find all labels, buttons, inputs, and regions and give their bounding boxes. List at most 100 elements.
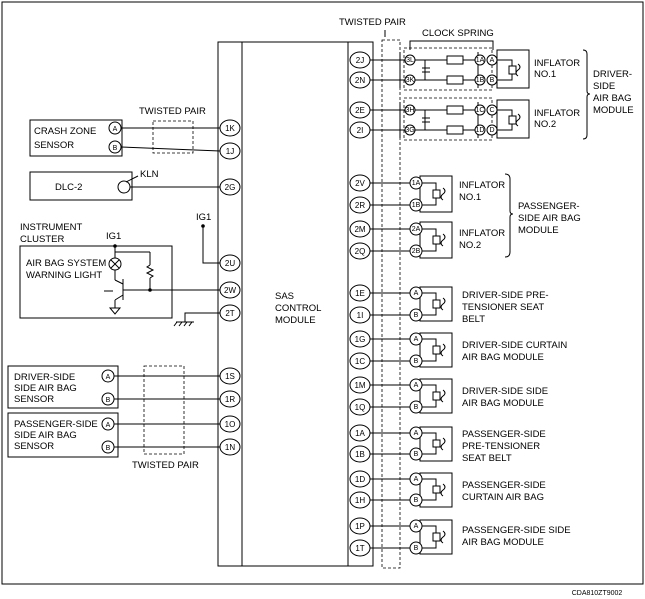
svg-text:1B: 1B xyxy=(355,450,365,459)
svg-text:2M: 2M xyxy=(354,225,365,234)
svg-text:1A: 1A xyxy=(355,429,365,438)
svg-text:A: A xyxy=(106,422,111,429)
svg-text:NO.1: NO.1 xyxy=(534,69,556,80)
svg-text:PASSENGER-SIDE SIDE: PASSENGER-SIDE SIDE xyxy=(462,525,571,536)
svg-text:SIDE AIR BAG: SIDE AIR BAG xyxy=(14,430,77,441)
svg-text:3K: 3K xyxy=(406,77,415,84)
svg-text:DRIVER-SIDE PRE-: DRIVER-SIDE PRE- xyxy=(462,290,549,301)
svg-text:1N: 1N xyxy=(225,443,235,452)
svg-text:1C: 1C xyxy=(355,357,365,366)
svg-text:PASSENGER-SIDE: PASSENGER-SIDE xyxy=(462,429,546,440)
svg-text:1R: 1R xyxy=(225,395,235,404)
svg-text:A: A xyxy=(414,336,419,343)
svg-text:A: A xyxy=(414,430,419,437)
driver-inflator-1: A B INFLATOR NO.1 xyxy=(486,49,580,89)
svg-text:SEAT BELT: SEAT BELT xyxy=(462,453,512,464)
svg-text:2U: 2U xyxy=(225,259,235,268)
right-pin: 1P xyxy=(349,517,371,535)
svg-text:DRIVER-SIDE: DRIVER-SIDE xyxy=(14,372,75,383)
svg-text:DRIVER-: DRIVER- xyxy=(593,69,632,80)
left-pin: 1R xyxy=(219,390,241,408)
svg-text:PRE-TENSIONER: PRE-TENSIONER xyxy=(462,441,540,452)
svg-text:CLOCK SPRING: CLOCK SPRING xyxy=(422,28,494,39)
right-pin: 1M xyxy=(349,376,371,394)
driver-curtain-module: A B DRIVER-SIDE CURTAIN AIR BAG MODULE xyxy=(370,332,567,368)
sas-module-label-2: CONTROL xyxy=(275,303,321,314)
svg-text:2I: 2I xyxy=(357,126,364,135)
svg-text:SENSOR: SENSOR xyxy=(14,441,54,452)
dlc2: DLC-2 KLN xyxy=(29,169,220,201)
svg-text:B: B xyxy=(414,451,419,458)
svg-text:2V: 2V xyxy=(355,179,365,188)
left-pin: 2G xyxy=(219,178,241,196)
svg-text:1S: 1S xyxy=(225,372,235,381)
svg-text:INFLATOR: INFLATOR xyxy=(534,108,580,119)
svg-text:NO.1: NO.1 xyxy=(459,192,481,203)
svg-text:WARNING LIGHT: WARNING LIGHT xyxy=(26,270,102,281)
svg-text:1O: 1O xyxy=(225,420,236,429)
svg-text:AIR BAG MODULE: AIR BAG MODULE xyxy=(462,352,544,363)
svg-text:A: A xyxy=(490,57,495,64)
svg-text:TWISTED PAIR: TWISTED PAIR xyxy=(132,460,199,471)
right-pin: 2M xyxy=(349,220,371,238)
driver-side-air-bag-module-label: DRIVER- SIDE AIR BAG MODULE xyxy=(582,49,634,140)
svg-text:2T: 2T xyxy=(225,309,234,318)
svg-text:B: B xyxy=(113,145,118,152)
svg-text:DRIVER-SIDE CURTAIN: DRIVER-SIDE CURTAIN xyxy=(462,340,567,351)
svg-text:INSTRUMENT: INSTRUMENT xyxy=(20,222,82,233)
svg-text:DRIVER-SIDE SIDE: DRIVER-SIDE SIDE xyxy=(462,386,548,397)
svg-text:A: A xyxy=(414,523,419,530)
svg-text:TWISTED PAIR: TWISTED PAIR xyxy=(139,106,206,117)
right-pin: 1G xyxy=(349,330,371,348)
svg-text:B: B xyxy=(106,445,111,452)
svg-text:A: A xyxy=(106,374,111,381)
twisted-pair-crash: TWISTED PAIR xyxy=(139,106,206,154)
driver-side-side-sensor: DRIVER-SIDE SIDE AIR BAG SENSOR A B xyxy=(7,365,220,409)
passenger-side-side-module: A B PASSENGER-SIDE SIDE AIR BAG MODULE xyxy=(370,519,571,555)
svg-text:C: C xyxy=(489,107,494,114)
ig1-right: IG1 xyxy=(196,212,220,264)
right-pin: 1E xyxy=(349,284,371,302)
passenger-inflator-2: 2A 2B INFLATOR NO.2 xyxy=(370,221,505,259)
right-pin: 2I xyxy=(349,121,371,139)
left-pin: 2W xyxy=(219,281,241,299)
svg-text:INFLATOR: INFLATOR xyxy=(459,180,505,191)
svg-text:A: A xyxy=(414,290,419,297)
ground-2t xyxy=(173,312,220,327)
svg-text:SENSOR: SENSOR xyxy=(34,140,74,151)
svg-text:2G: 2G xyxy=(225,183,236,192)
svg-text:1E: 1E xyxy=(355,289,365,298)
right-pin: 1A xyxy=(349,424,371,442)
right-pin: 1T xyxy=(349,539,371,557)
svg-text:2A: 2A xyxy=(412,226,421,233)
svg-text:2E: 2E xyxy=(355,106,365,115)
left-pin: 1J xyxy=(219,142,241,160)
svg-text:B: B xyxy=(106,397,111,404)
clock-spring: CLOCK SPRING 3L 3K 3H 3G 1A 1B xyxy=(399,28,494,141)
left-pin: 2T xyxy=(219,304,241,322)
svg-text:1J: 1J xyxy=(226,147,234,156)
svg-text:KLN: KLN xyxy=(140,169,159,180)
passenger-pretensioner-module: A B PASSENGER-SIDE PRE-TENSIONER SEAT BE… xyxy=(370,426,546,464)
right-pin: 2J xyxy=(349,51,371,69)
left-pin: 1O xyxy=(219,415,241,433)
right-pin: 2Q xyxy=(349,242,371,260)
right-pin: 1B xyxy=(349,445,371,463)
instrument-cluster: INSTRUMENT CLUSTER AIR BAG SYSTEM WARNIN… xyxy=(19,222,220,319)
svg-text:2W: 2W xyxy=(224,286,236,295)
twisted-pair-right: TWISTED PAIR xyxy=(339,17,406,569)
svg-text:2N: 2N xyxy=(355,76,365,85)
sas-module-label-3: MODULE xyxy=(275,315,316,326)
svg-text:2R: 2R xyxy=(355,201,365,210)
svg-text:B: B xyxy=(414,312,419,319)
right-pin: 1I xyxy=(349,306,371,324)
crash-zone-sensor: CRASH ZONE SENSOR A B xyxy=(29,119,221,157)
left-pin: 1N xyxy=(219,438,241,456)
right-pin: 2E xyxy=(349,101,371,119)
svg-text:1B: 1B xyxy=(476,77,485,84)
svg-text:1G: 1G xyxy=(355,335,366,344)
svg-text:AIR BAG: AIR BAG xyxy=(593,93,632,104)
svg-text:1M: 1M xyxy=(354,381,365,390)
svg-text:1I: 1I xyxy=(357,311,364,320)
